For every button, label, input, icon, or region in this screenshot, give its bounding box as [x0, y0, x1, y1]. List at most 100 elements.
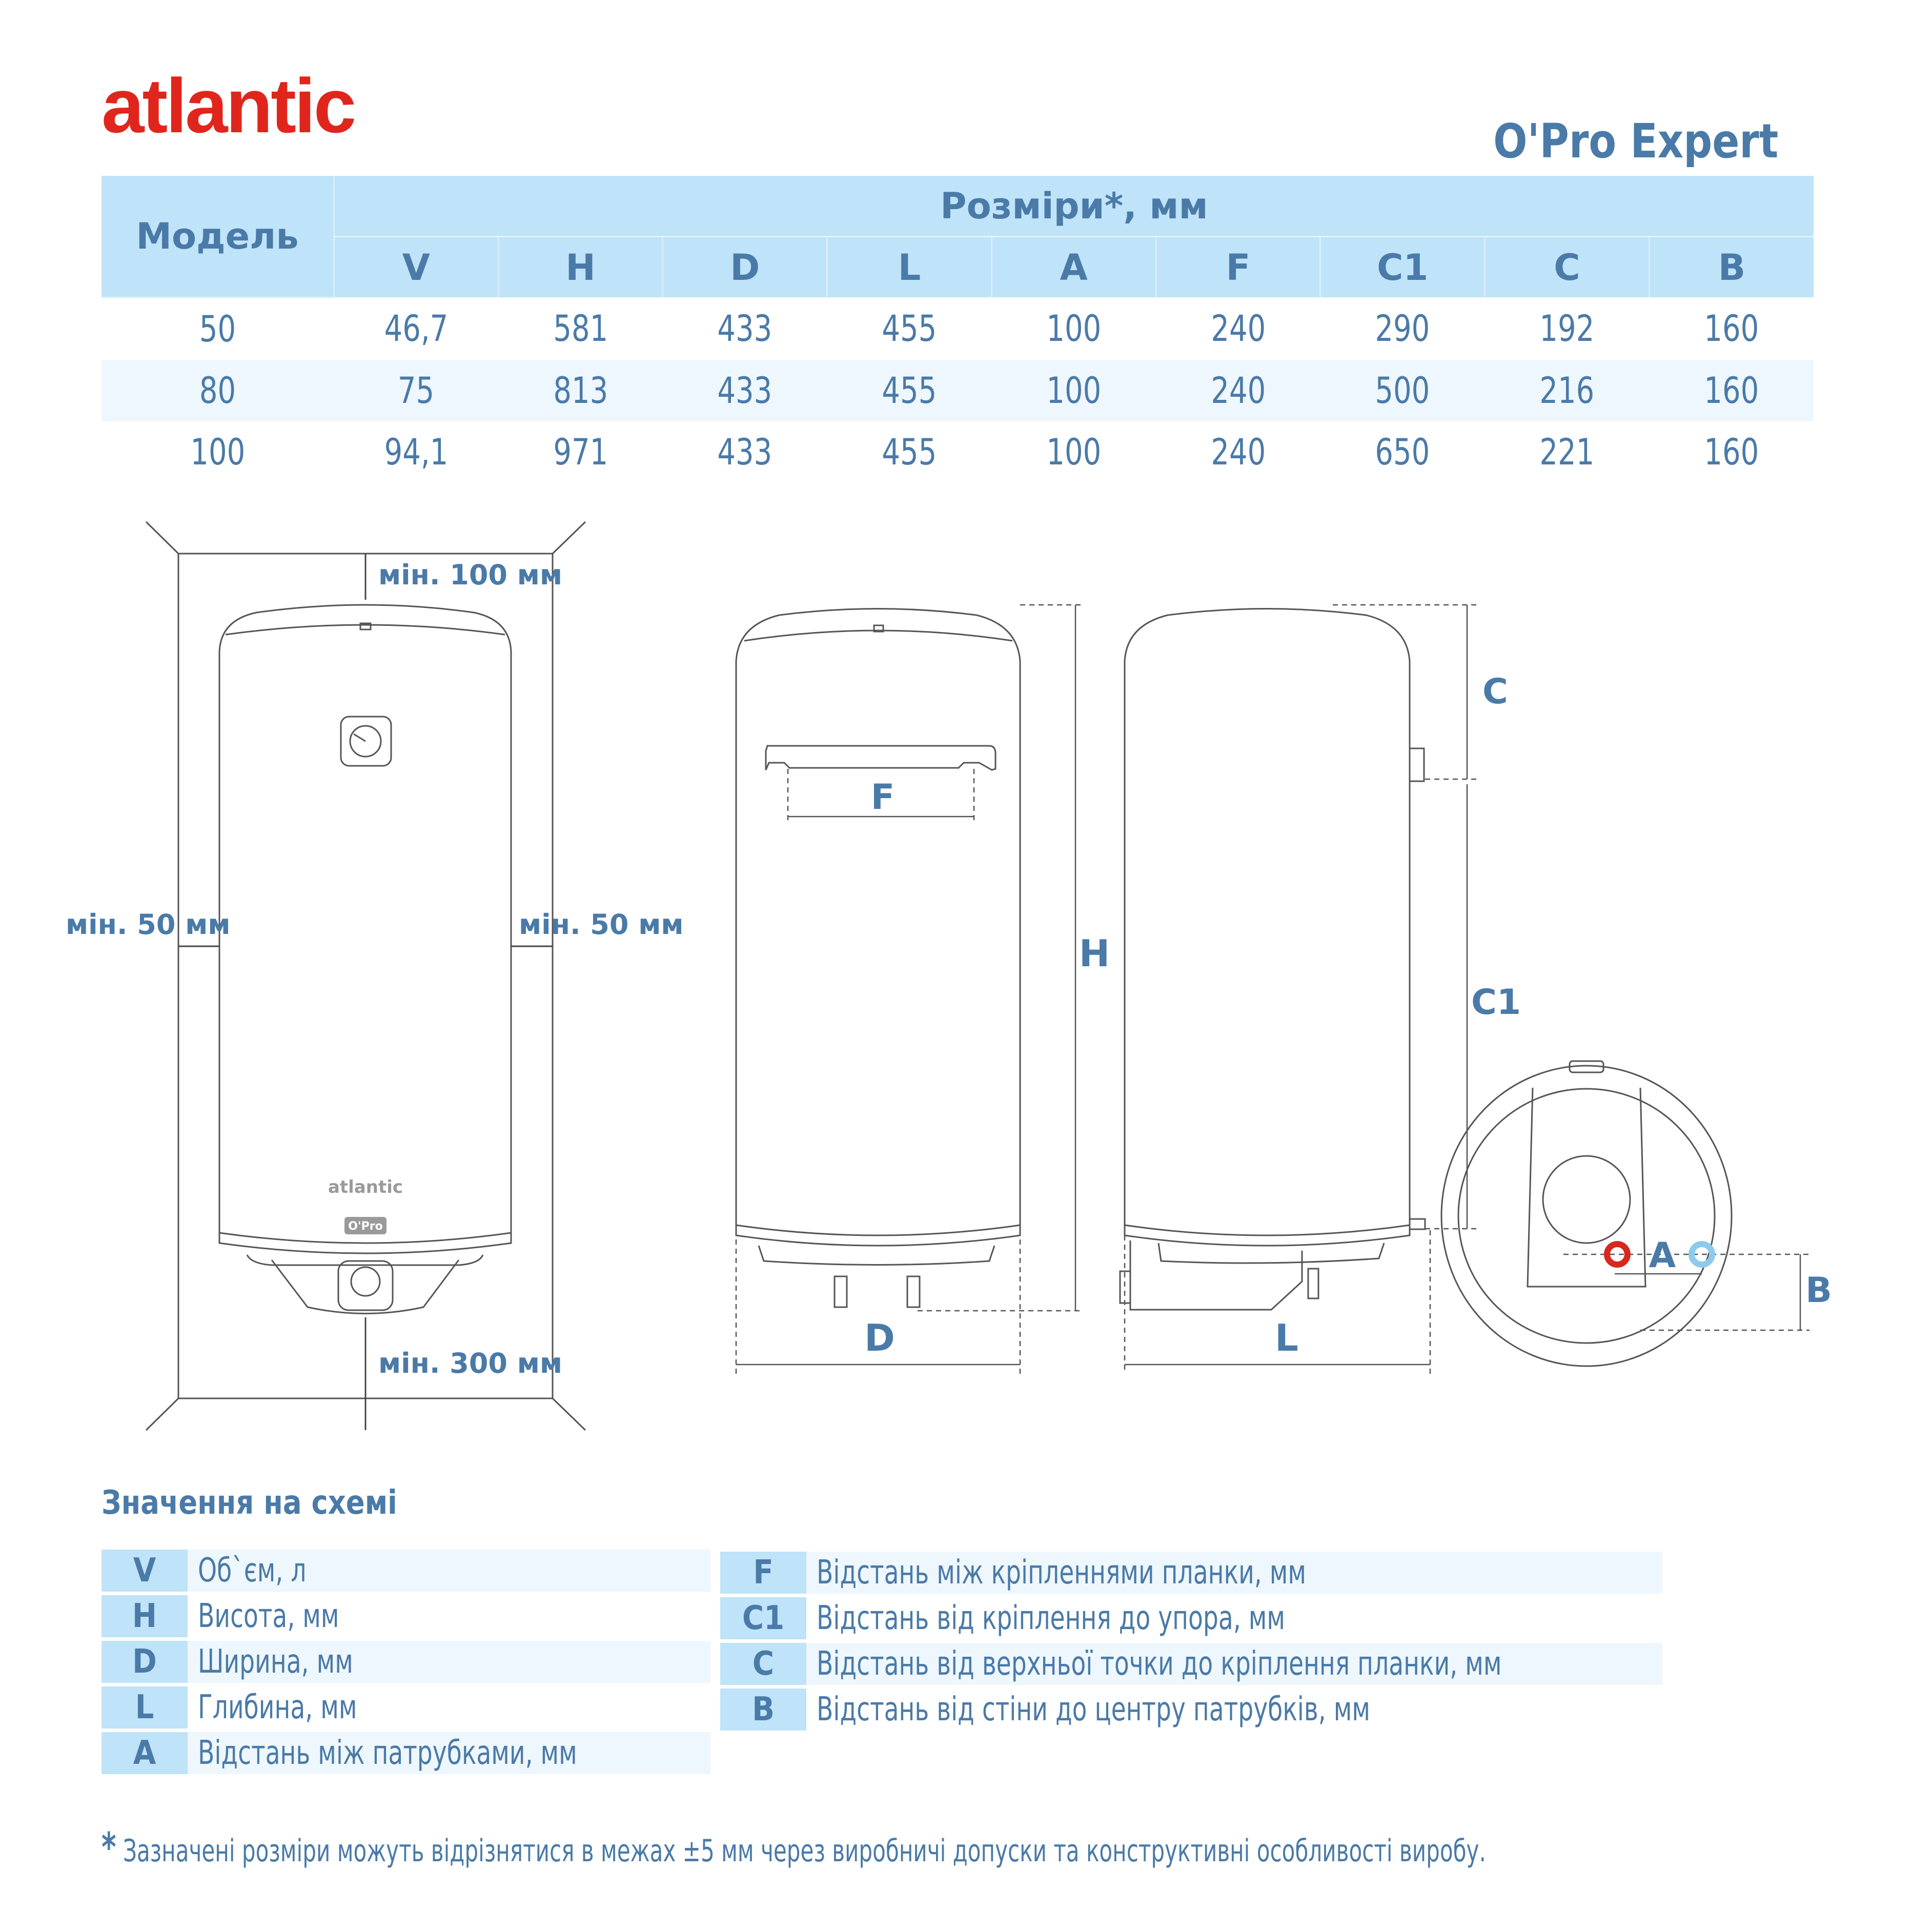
- hot-water-pipe: [1604, 1241, 1631, 1268]
- model-cell: 50: [199, 308, 236, 350]
- legend-text: Відстань між кріпленнями планки, мм: [817, 1554, 1306, 1592]
- legend-key: L: [101, 1686, 188, 1728]
- control-housing: [271, 1259, 460, 1314]
- col-header: F: [1155, 236, 1320, 297]
- legend-item-f: F Відстань між кріпленнями планки, мм: [720, 1552, 1662, 1594]
- legend-key: A: [101, 1732, 188, 1774]
- clearance-left: мін. 50 мм: [66, 908, 231, 941]
- model-cell: 100: [190, 431, 246, 473]
- opro-badge: O'Pro: [348, 1220, 383, 1233]
- legend-item-c: C Відстань від верхньої точки до кріплен…: [720, 1643, 1662, 1685]
- value-cell: 160: [1704, 431, 1759, 473]
- legend-key: V: [101, 1550, 188, 1592]
- dimensions-header: Розміри*, мм: [333, 176, 1814, 237]
- label-D: D: [864, 1316, 895, 1359]
- model-cell: 80: [199, 369, 236, 412]
- col-header: L: [826, 236, 992, 297]
- model-header: Модель: [101, 176, 334, 298]
- value-cell: 94,1: [384, 431, 449, 473]
- value-cell: 240: [1211, 307, 1266, 350]
- table-row: 50 46,7 581 433 455 100 240 290 192 160: [101, 297, 1814, 360]
- heater-side-body: [1124, 608, 1411, 1236]
- value-cell: 75: [398, 369, 435, 412]
- col-header: H: [497, 236, 663, 297]
- col-header: C1: [1319, 236, 1485, 297]
- col-header: B: [1648, 236, 1814, 297]
- legend-text: Відстань від верхньої точки до кріплення…: [817, 1645, 1502, 1683]
- legend-key: B: [720, 1689, 806, 1731]
- label-C1: C1: [1471, 982, 1521, 1023]
- thermometer-gauge: [340, 716, 392, 767]
- label-B: B: [1805, 1270, 1832, 1311]
- col-header: V: [333, 236, 499, 297]
- value-cell: 650: [1375, 431, 1430, 473]
- legend-text: Ширина, мм: [198, 1643, 353, 1681]
- heater-logo: atlantic: [328, 1177, 403, 1197]
- label-C: C: [1482, 672, 1508, 712]
- legend-item-h: H Висота, мм: [101, 1595, 710, 1637]
- spec-table: Модель Розміри*, мм V H D L A F C1 C B 5…: [101, 176, 1814, 483]
- clearance-top: мін. 100 мм: [378, 559, 562, 591]
- value-cell: 221: [1539, 431, 1595, 473]
- label-L: L: [1275, 1316, 1298, 1359]
- footnote-asterisk: *: [101, 1825, 116, 1871]
- legend-item-v: V Об`єм, л: [101, 1550, 710, 1592]
- value-cell: 813: [553, 369, 608, 412]
- legend-item-b: B Відстань від стіни до центру патрубків…: [720, 1689, 1662, 1731]
- wall-niche: [177, 553, 554, 1399]
- value-cell: 192: [1539, 307, 1595, 350]
- value-cell: 455: [882, 369, 937, 412]
- clearance-bottom: мін. 300 мм: [378, 1347, 562, 1379]
- value-cell: 100: [1046, 307, 1102, 350]
- value-cell: 100: [1046, 431, 1102, 473]
- value-cell: 455: [882, 307, 937, 350]
- heater-bottom-view: [1440, 1065, 1733, 1367]
- value-cell: 240: [1211, 369, 1266, 412]
- atlantic-logo: atlantic: [101, 63, 356, 149]
- value-cell: 240: [1211, 431, 1266, 473]
- legend-key: C1: [720, 1597, 806, 1639]
- table-row: 80 75 813 433 455 100 240 500 216 160: [101, 359, 1814, 421]
- wall-stop: [1409, 747, 1425, 782]
- value-cell: 433: [717, 431, 772, 473]
- legend-text: Відстань між патрубками, мм: [198, 1734, 577, 1772]
- footnote: * Зазначені розміри можуть відрізнятися …: [101, 1825, 1486, 1871]
- legend-text: Відстань від кріплення до упора, мм: [817, 1599, 1286, 1637]
- legend-item-c1: C1 Відстань від кріплення до упора, мм: [720, 1597, 1662, 1639]
- value-cell: 160: [1704, 369, 1759, 412]
- legend-key: H: [101, 1595, 188, 1637]
- legend-item-l: L Глибина, мм: [101, 1686, 710, 1728]
- legend-title: Значення на схемі: [101, 1484, 397, 1522]
- control-knob: [337, 1260, 394, 1311]
- legend-text: Глибина, мм: [198, 1689, 357, 1726]
- legend-key: F: [720, 1552, 806, 1594]
- col-header: C: [1484, 236, 1650, 297]
- label-H: H: [1079, 932, 1110, 975]
- value-cell: 160: [1704, 307, 1759, 350]
- mounting-bracket: [765, 745, 996, 771]
- col-header: D: [662, 236, 827, 297]
- cold-water-pipe: [1689, 1241, 1715, 1268]
- footnote-text: Зазначені розміри можуть відрізнятися в …: [116, 1833, 1486, 1869]
- label-A: A: [1649, 1235, 1676, 1276]
- value-cell: 971: [553, 431, 608, 473]
- heater-back-body: [735, 608, 1021, 1236]
- value-cell: 290: [1375, 307, 1430, 350]
- value-cell: 216: [1539, 369, 1595, 412]
- value-cell: 46,7: [384, 307, 449, 350]
- table-row: 100 94,1 971 433 455 100 240 650 221 160: [101, 421, 1814, 483]
- product-title: O'Pro Expert: [1493, 114, 1778, 169]
- clearance-right: мін. 50 мм: [519, 908, 684, 941]
- label-F: F: [871, 777, 894, 818]
- heater-front-body: [218, 604, 512, 1244]
- value-cell: 100: [1046, 369, 1102, 412]
- value-cell: 500: [1375, 369, 1430, 412]
- legend-item-d: D Ширина, мм: [101, 1641, 710, 1683]
- value-cell: 433: [717, 307, 772, 350]
- legend-item-a: A Відстань між патрубками, мм: [101, 1732, 710, 1774]
- value-cell: 581: [553, 307, 608, 350]
- legend-key: C: [720, 1643, 806, 1685]
- legend-text: Висота, мм: [198, 1597, 339, 1635]
- col-header: A: [990, 236, 1156, 297]
